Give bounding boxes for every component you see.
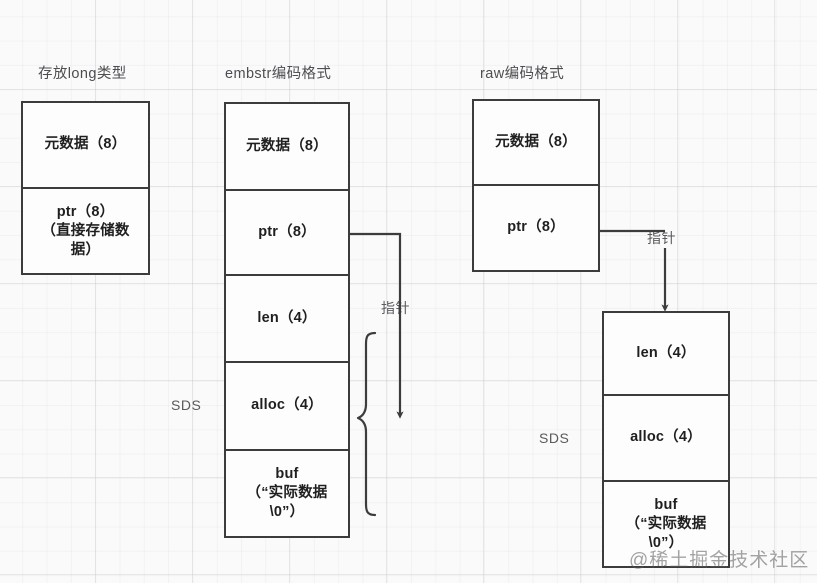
cell-raw-ptr-label: ptr（8） [507, 219, 565, 236]
cell-raw-alloc: alloc（4） [604, 395, 728, 483]
pointer-label-raw: 指针 [647, 230, 676, 246]
column-title-long: 存放long类型 [38, 66, 127, 82]
sds-label-raw: SDS [539, 430, 570, 446]
cell-raw-metadata-label: 元数据（8） [495, 133, 577, 150]
cell-embstr-alloc-label: alloc（4） [251, 397, 323, 414]
cell-raw-len: len（4） [604, 313, 728, 396]
cell-long-metadata-label: 元数据（8） [44, 136, 127, 153]
struct-box-raw-redis-object: 元数据（8） ptr（8） [472, 99, 600, 272]
pointer-label-embstr: 指针 [381, 300, 410, 316]
column-title-raw: raw编码格式 [480, 66, 565, 82]
cell-long-ptr: ptr（8） （直接存储数 据） [23, 189, 148, 273]
cell-embstr-buf: buf （“实际数据 \0”） [226, 450, 348, 537]
cell-embstr-ptr: ptr（8） [226, 191, 348, 277]
cell-raw-buf-label: buf [654, 496, 678, 513]
sds-label-embstr: SDS [171, 397, 202, 413]
cell-raw-ptr: ptr（8） [474, 186, 598, 270]
struct-box-long-redis-object: 元数据（8） ptr（8） （直接存储数 据） [21, 101, 150, 275]
cell-raw-buf: buf （“实际数据 \0”） [604, 482, 728, 566]
cell-raw-alloc-label: alloc（4） [630, 429, 702, 446]
cell-raw-buf-sublabel: （“实际数据 \0”） [625, 515, 707, 551]
cell-embstr-ptr-label: ptr（8） [258, 224, 316, 241]
struct-box-raw-sds: len（4） alloc（4） buf （“实际数据 \0”） [602, 311, 730, 568]
cell-long-ptr-sublabel: （直接存储数 据） [41, 222, 130, 258]
cell-embstr-buf-label: buf [275, 466, 299, 482]
cell-long-ptr-label: ptr（8） [56, 203, 115, 220]
cell-embstr-metadata-label: 元数据（8） [246, 138, 328, 155]
sds-brace-embstr [356, 331, 377, 517]
cell-embstr-len-label: len（4） [257, 309, 317, 326]
column-title-embstr: embstr编码格式 [225, 66, 332, 82]
pointer-arrow-embstr [350, 232, 404, 419]
cell-embstr-len: len（4） [226, 276, 348, 363]
watermark: @稀土掘金技术社区 [629, 550, 810, 571]
cell-embstr-metadata: 元数据（8） [226, 104, 348, 192]
struct-box-embstr-block: 元数据（8） ptr（8） len（4） alloc（4） buf （“实际数据… [224, 102, 350, 538]
cell-raw-metadata: 元数据（8） [474, 101, 598, 187]
cell-long-metadata: 元数据（8） [23, 103, 148, 189]
cell-raw-len-label: len（4） [636, 344, 696, 361]
cell-embstr-alloc: alloc（4） [226, 362, 348, 451]
cell-embstr-buf-sublabel: （“实际数据 \0”） [246, 485, 328, 520]
